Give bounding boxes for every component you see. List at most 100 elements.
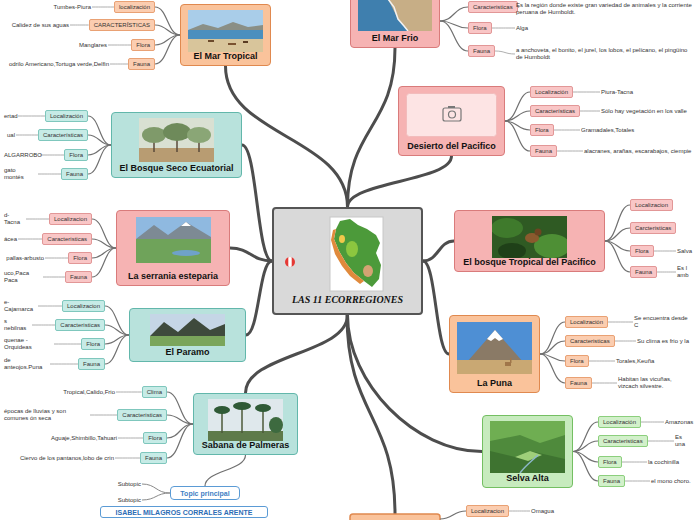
- connector: [92, 219, 116, 248]
- topic-box: La serrania esteparia: [116, 210, 230, 286]
- topic-box: El Paramo: [129, 308, 246, 362]
- meadow: [136, 239, 211, 263]
- connector: [423, 241, 454, 261]
- leaf-text: uco,Paca Paca: [3, 270, 43, 284]
- subtopic-tag: Características: [530, 105, 580, 117]
- subtopic-tag: Localizacion: [49, 213, 92, 225]
- sky: [139, 118, 214, 162]
- palm-picture: [208, 399, 283, 441]
- leaf-text: Manglares: [78, 42, 108, 49]
- connector: [605, 228, 630, 241]
- node-text: Gramadales,Totales: [581, 127, 634, 133]
- node-text: a anchoveta, el bonito, el jurel, los lo…: [516, 47, 687, 60]
- subtopic-tag: localización: [114, 1, 155, 13]
- leaf-text: Sólo hay vegetación en los valle: [600, 108, 688, 115]
- connector: [540, 322, 565, 354]
- connector: [88, 135, 111, 145]
- node-text: Subtopic: [118, 497, 141, 503]
- topic-box: La Puna: [449, 315, 540, 393]
- connector: [615, 341, 636, 342]
- node-text: ertad: [4, 113, 18, 119]
- leaf-text: a anchoveta, el bonito, el jurel, los lo…: [515, 47, 693, 61]
- node-text: Carcteristicas: [635, 225, 671, 231]
- sand: [188, 39, 263, 52]
- connector: [505, 92, 530, 121]
- leaf-text: Calidez de sus aguas: [11, 22, 70, 29]
- connector: [70, 25, 89, 26]
- subtopic-tag: Fauna: [140, 452, 167, 464]
- node-text: Localización: [570, 319, 603, 325]
- sky: [457, 322, 532, 374]
- node-text: Ciervo de los pantanos,lobo de crin: [20, 455, 114, 461]
- connector: [540, 354, 565, 383]
- connector: [32, 325, 55, 326]
- connector: [648, 441, 674, 442]
- node-text: Sólo hay vegetación en los valle: [601, 108, 687, 114]
- subtopic-tag: Flora: [81, 338, 105, 350]
- leaf-text: Tumbes-Piura: [53, 4, 92, 11]
- connector: [580, 111, 600, 112]
- connector: [110, 64, 128, 65]
- node-text: Localización: [535, 89, 568, 95]
- leaf-text: ácea: [3, 236, 18, 243]
- connector: [105, 325, 129, 335]
- tree-crown: [142, 127, 166, 143]
- subtopic-tag: Flora: [530, 124, 554, 136]
- subtopic-tag: Caracteristicas: [598, 435, 648, 447]
- subtopic-tag: Localizacion: [466, 505, 509, 517]
- node-text: ual: [7, 132, 15, 138]
- node-text: Subtopic: [118, 481, 141, 487]
- connector: [573, 92, 600, 93]
- leaf-text: Gramadales,Totales: [580, 127, 635, 134]
- node-text: Caracteristicas: [473, 4, 513, 10]
- region-patch: [363, 265, 373, 277]
- leaf-text: la cochinilla: [647, 459, 680, 466]
- leaf-text: Se encuentra desde C: [633, 315, 693, 329]
- palm-trunk: [262, 409, 264, 433]
- leaf-text: Es l amb: [676, 265, 693, 279]
- connector: [246, 261, 272, 335]
- puna-picture: [457, 322, 532, 374]
- connector: [167, 424, 193, 458]
- ground: [208, 431, 283, 441]
- subtopic-tag: Localización: [598, 416, 641, 428]
- coast-picture: [358, 0, 432, 31]
- surf: [388, 0, 408, 31]
- camera-body: [443, 108, 461, 121]
- leaf-text: Aguaje,Shimbillo,Tahuari: [50, 435, 118, 442]
- node-text: Flora: [535, 127, 549, 133]
- connector: [155, 7, 180, 35]
- subtopic-tag: Fauna: [78, 358, 105, 370]
- connector: [348, 156, 452, 207]
- node-text: CARACTERÍSTICAS: [94, 22, 150, 28]
- subtopic-tag: Localizacion: [630, 199, 673, 211]
- node-text: Calidez de sus aguas: [12, 22, 69, 28]
- subtopic-tag: Flora: [598, 456, 622, 468]
- leaf-text: Salva: [676, 248, 693, 255]
- leaf-text: Piura-Tacna: [600, 89, 634, 96]
- subtopic-tag: Fauna: [530, 145, 557, 157]
- connector: [608, 322, 633, 323]
- leaf-text: ALGARROBO: [3, 152, 40, 159]
- camera-top: [448, 106, 455, 108]
- connector: [88, 116, 111, 145]
- river: [520, 455, 538, 473]
- connector: [142, 484, 170, 493]
- node-text: ISABEL MILAGROS CORRALES ARENTE: [116, 509, 253, 516]
- coast-region: [331, 229, 364, 284]
- subtopic-tag: Localización: [530, 86, 573, 98]
- node-text: Manglares: [79, 42, 107, 48]
- subtopic-tag: Flora: [131, 39, 155, 51]
- node-text: Salva: [677, 248, 692, 254]
- steppe-picture: [136, 217, 211, 263]
- ground: [150, 336, 225, 346]
- node-text: Flora: [473, 25, 487, 31]
- node-text: El Paramo: [165, 347, 209, 358]
- connector: [505, 111, 530, 121]
- node-text: Clima: [147, 389, 162, 395]
- sky: [150, 314, 225, 346]
- leaf-text: Alga: [515, 25, 529, 32]
- bush: [269, 417, 283, 433]
- node-text: e-Cajamarca: [4, 299, 33, 312]
- subtopic-tag: Fauna: [468, 45, 495, 57]
